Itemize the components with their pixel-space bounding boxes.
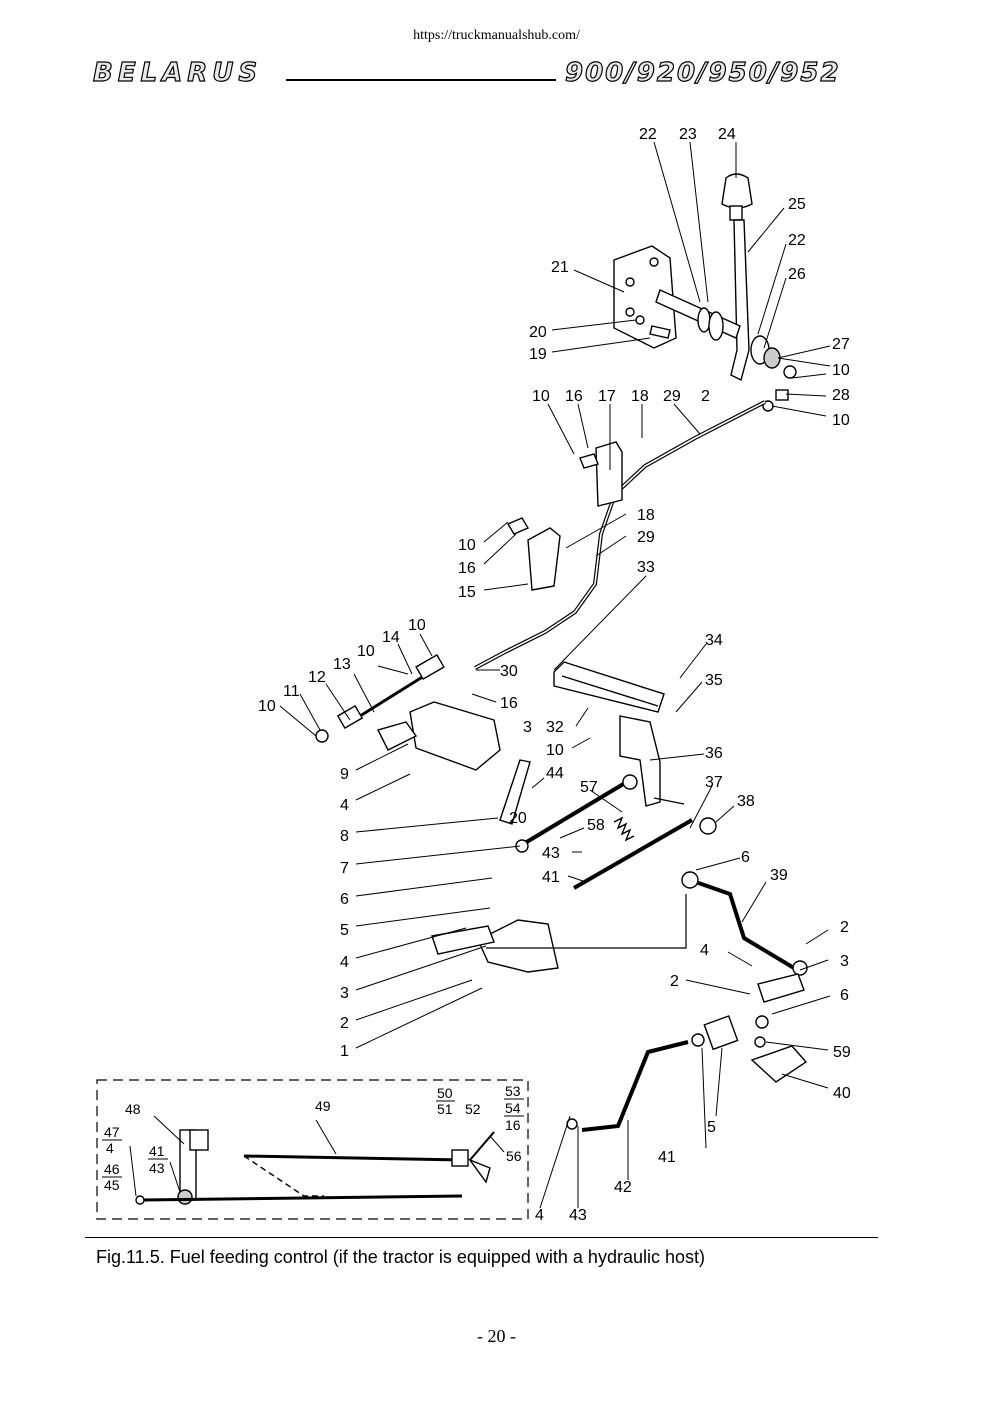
label-2: 2 xyxy=(840,919,849,936)
page-number: - 20 - xyxy=(477,1326,516,1346)
figure-caption: Fig.11.5. Fuel feeding control (if the t… xyxy=(96,1247,705,1267)
pedal-33 xyxy=(553,661,665,713)
label-47: 47 xyxy=(104,1124,120,1140)
label-19: 19 xyxy=(529,346,547,363)
label-18: 18 xyxy=(631,388,649,405)
model-numbers: 900/920/950/952 xyxy=(564,57,841,88)
label-4: 4 xyxy=(700,942,709,959)
label-25: 25 xyxy=(788,196,806,213)
label-29: 29 xyxy=(663,388,681,405)
label-10: 10 xyxy=(357,643,375,660)
bracket-21 xyxy=(613,245,677,349)
label-3: 3 xyxy=(840,953,849,970)
label-4: 4 xyxy=(106,1140,114,1156)
label-41: 41 xyxy=(149,1143,165,1159)
label-54: 54 xyxy=(505,1100,521,1116)
label-40: 40 xyxy=(833,1085,851,1102)
label-9: 9 xyxy=(340,766,349,783)
label-3: 3 xyxy=(340,985,349,1002)
label-22: 22 xyxy=(639,126,657,143)
label-38: 38 xyxy=(737,793,755,810)
label-56: 56 xyxy=(506,1148,522,1164)
label-7: 7 xyxy=(340,860,349,877)
label-32: 32 xyxy=(546,719,564,736)
label-8: 8 xyxy=(340,828,349,845)
label-44: 44 xyxy=(546,765,564,782)
label-18: 18 xyxy=(637,507,655,524)
label-2: 2 xyxy=(701,388,710,405)
source-url: https://truckmanualshub.com/ xyxy=(413,28,580,43)
label-12: 12 xyxy=(308,669,326,686)
label-16: 16 xyxy=(458,560,476,577)
label-49: 49 xyxy=(315,1098,331,1114)
label-37: 37 xyxy=(705,774,723,791)
label-35: 35 xyxy=(705,672,723,689)
label-50: 50 xyxy=(437,1085,453,1101)
label-10: 10 xyxy=(832,362,850,379)
label-43: 43 xyxy=(149,1160,165,1176)
label-42: 42 xyxy=(614,1179,632,1196)
label-10: 10 xyxy=(408,617,426,634)
label-34: 34 xyxy=(705,632,723,649)
label-59: 59 xyxy=(833,1044,851,1061)
label-26: 26 xyxy=(788,266,806,283)
header-rule xyxy=(286,79,556,81)
label-57: 57 xyxy=(580,779,598,796)
label-2: 2 xyxy=(670,973,679,990)
label-4: 4 xyxy=(340,954,349,971)
label-58: 58 xyxy=(587,817,605,834)
label-17: 17 xyxy=(598,388,616,405)
lever-25 xyxy=(730,219,750,382)
label-22: 22 xyxy=(788,232,806,249)
label-3: 3 xyxy=(523,719,532,736)
label-16: 16 xyxy=(505,1117,521,1133)
label-48: 48 xyxy=(125,1101,141,1117)
label-10: 10 xyxy=(532,388,550,405)
label-33: 33 xyxy=(637,559,655,576)
label-45: 45 xyxy=(104,1177,120,1193)
label-1: 1 xyxy=(340,1043,349,1060)
label-23: 23 xyxy=(679,126,697,143)
label-39: 39 xyxy=(770,867,788,884)
label-14: 14 xyxy=(382,629,400,646)
label-10: 10 xyxy=(458,537,476,554)
label-2: 2 xyxy=(340,1015,349,1032)
knob-24 xyxy=(721,173,753,209)
label-6: 6 xyxy=(840,987,849,1004)
label-29: 29 xyxy=(637,529,655,546)
brand-logo: BELARUS xyxy=(92,57,263,88)
label-43: 43 xyxy=(542,845,560,862)
label-15: 15 xyxy=(458,584,476,601)
label-41: 41 xyxy=(658,1149,676,1166)
label-28: 28 xyxy=(832,387,850,404)
label-16: 16 xyxy=(500,695,518,712)
label-5: 5 xyxy=(707,1119,716,1136)
label-11: 11 xyxy=(283,683,300,700)
label-6: 6 xyxy=(741,849,750,866)
label-30: 30 xyxy=(500,663,518,680)
label-24: 24 xyxy=(718,126,736,143)
label-4: 4 xyxy=(535,1207,544,1224)
label-13: 13 xyxy=(333,656,351,673)
label-5: 5 xyxy=(340,922,349,939)
label-46: 46 xyxy=(104,1161,120,1177)
label-20: 20 xyxy=(529,324,547,341)
label-41: 41 xyxy=(542,869,560,886)
label-21: 21 xyxy=(551,259,569,276)
label-6: 6 xyxy=(340,891,349,908)
label-53: 53 xyxy=(505,1083,521,1099)
label-51: 51 xyxy=(437,1101,453,1117)
label-43: 43 xyxy=(569,1207,587,1224)
label-10: 10 xyxy=(258,698,276,715)
caption-rule xyxy=(85,1237,878,1238)
label-36: 36 xyxy=(705,745,723,762)
label-27: 27 xyxy=(832,336,850,353)
label-16: 16 xyxy=(565,388,583,405)
label-52: 52 xyxy=(465,1101,481,1117)
label-20: 20 xyxy=(509,810,527,827)
label-4: 4 xyxy=(340,797,349,814)
label-10: 10 xyxy=(832,412,850,429)
label-10: 10 xyxy=(546,742,564,759)
